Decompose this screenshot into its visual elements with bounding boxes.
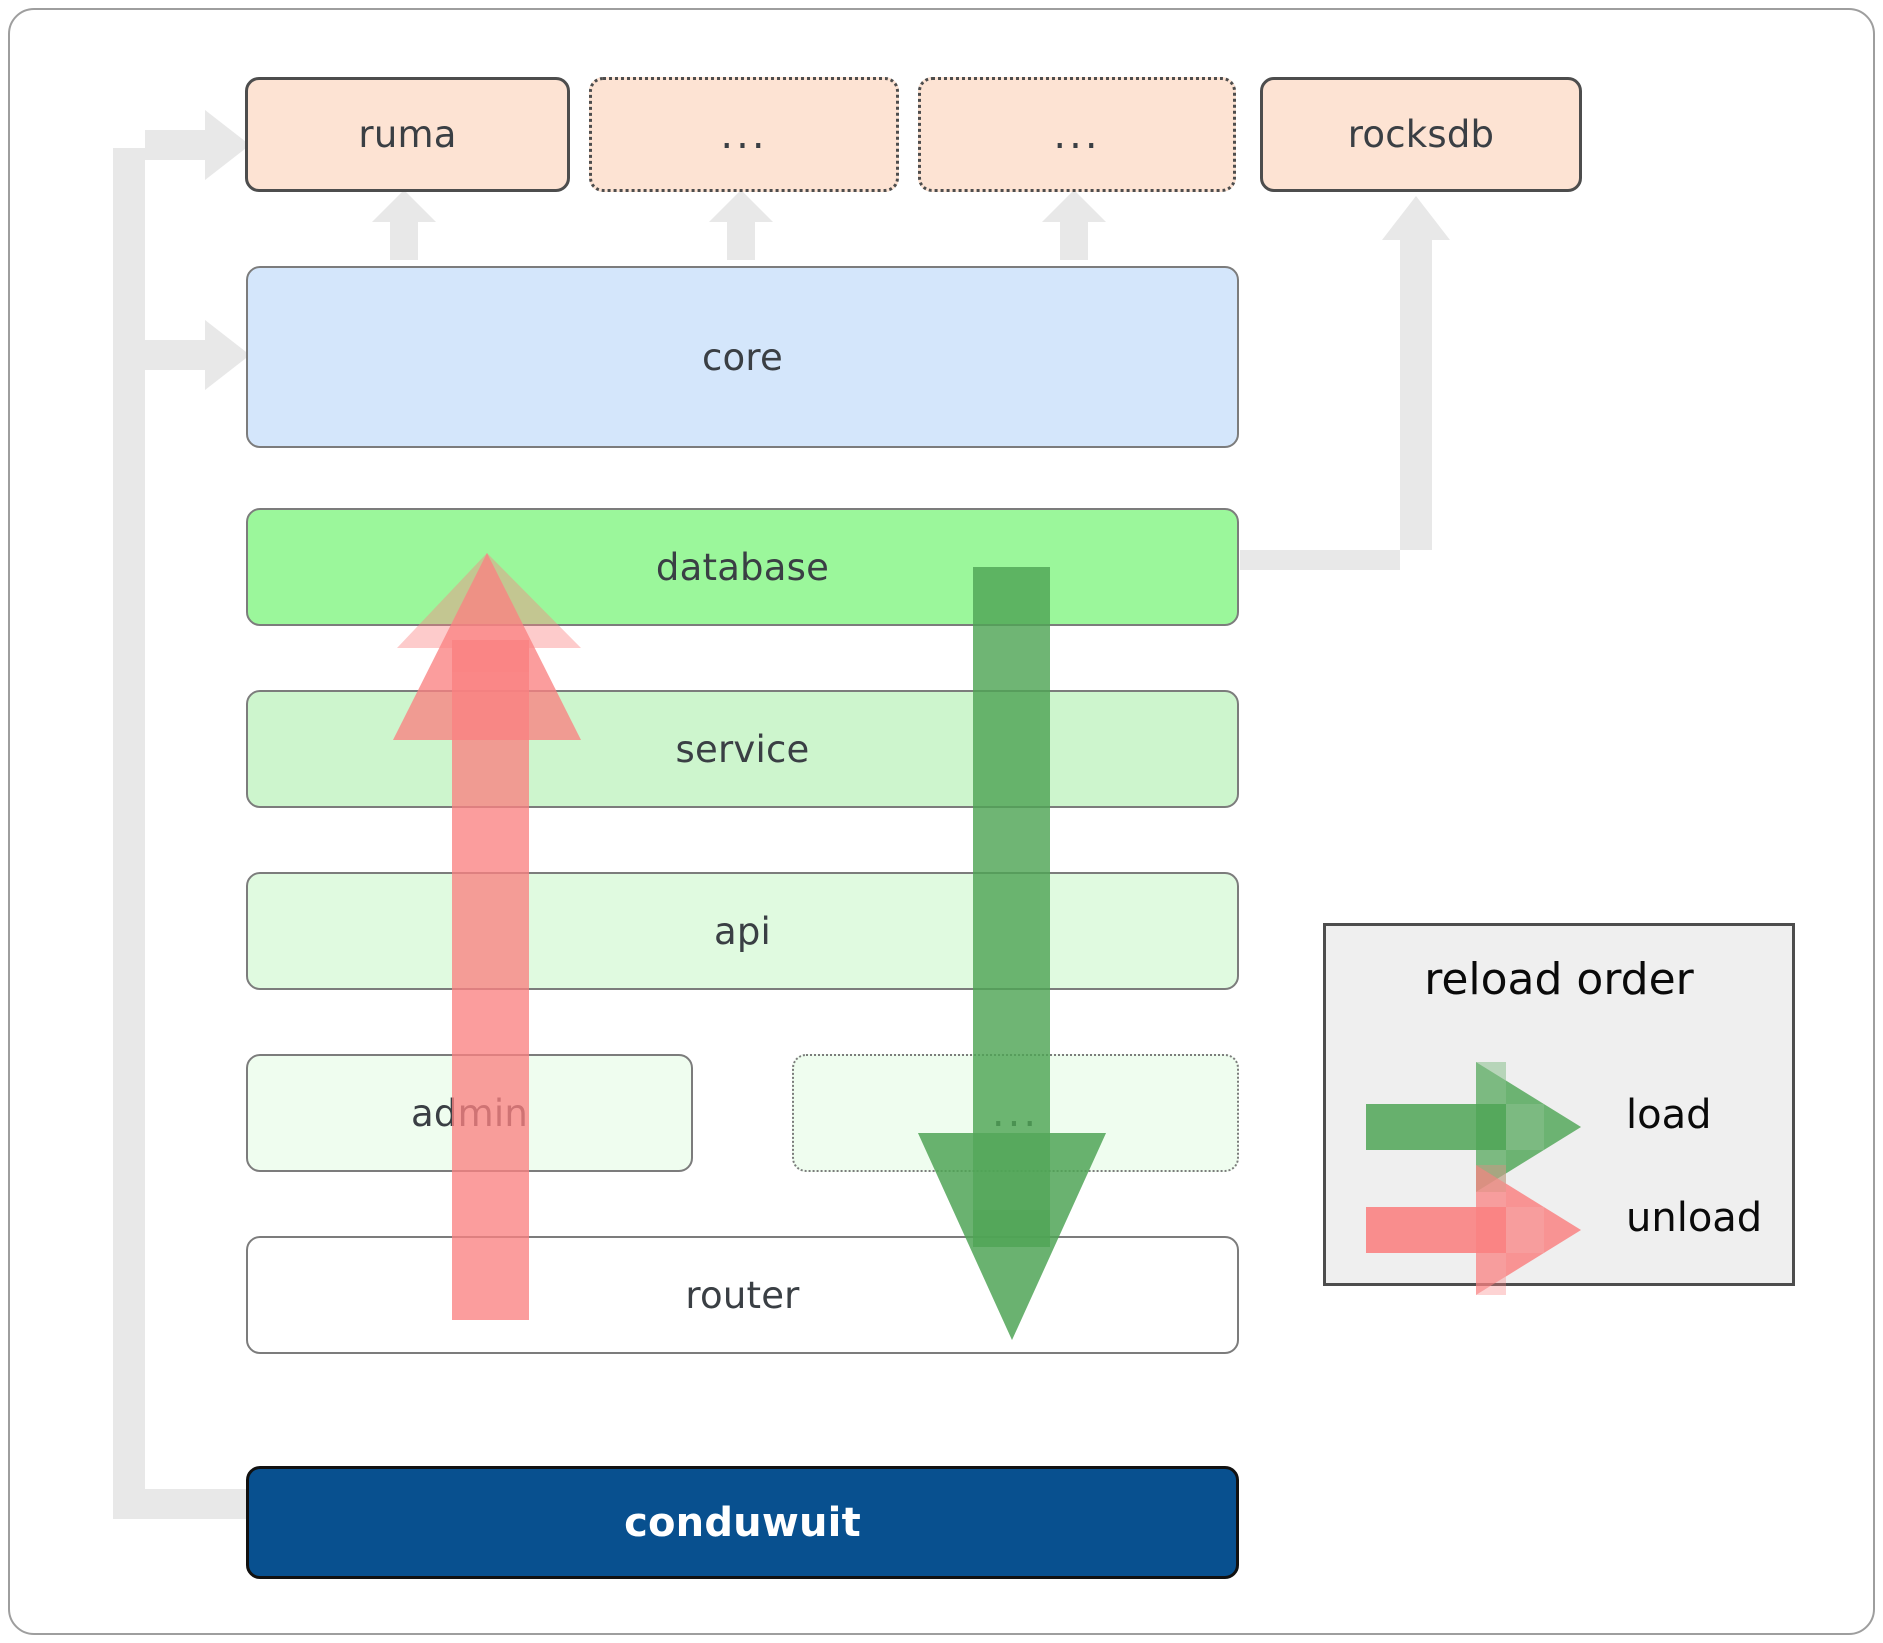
layer-box-ellipsis[interactable]: ... xyxy=(792,1054,1239,1172)
layer-label-database: database xyxy=(655,545,830,589)
layer-label-admin: admin xyxy=(411,1091,528,1135)
legend-panel: reload order load unload xyxy=(1323,923,1795,1295)
layer-box-database[interactable]: database xyxy=(246,508,1239,626)
legend-load-arrow-icon xyxy=(1366,1062,1581,1192)
legend-label-load: load xyxy=(1626,1092,1712,1138)
dependency-box-rocksdb[interactable]: rocksdb xyxy=(1260,77,1582,192)
legend-load-head xyxy=(1476,1062,1581,1192)
legend-row-load: load xyxy=(1326,1062,1792,1192)
layer-box-router[interactable]: router xyxy=(246,1236,1239,1354)
legend-unload-head xyxy=(1476,1165,1581,1295)
dependency-label-rocksdb: rocksdb xyxy=(1347,113,1495,156)
legend-row-unload: unload xyxy=(1326,1165,1792,1295)
layer-label-core: core xyxy=(702,335,783,379)
layer-box-api[interactable]: api xyxy=(246,872,1239,990)
layer-label-router: router xyxy=(685,1273,800,1317)
layer-box-admin[interactable]: admin xyxy=(246,1054,693,1172)
dependency-label-ellipsis-1: ... xyxy=(720,111,768,158)
layer-label-api: api xyxy=(713,909,772,953)
diagram-frame xyxy=(8,8,1875,1635)
root-label-conduwuit: conduwuit xyxy=(624,1499,861,1546)
layer-label-service: service xyxy=(675,727,810,771)
legend-unload-notch xyxy=(1476,1165,1581,1295)
dependency-label-ruma: ruma xyxy=(358,113,457,156)
legend-load-notch xyxy=(1476,1062,1581,1192)
layer-box-core[interactable]: core xyxy=(246,266,1239,448)
layer-box-service[interactable]: service xyxy=(246,690,1239,808)
dependency-box-ellipsis-2[interactable]: ... xyxy=(918,77,1236,192)
legend-title: reload order xyxy=(1424,954,1694,1005)
legend-unload-arrow-icon xyxy=(1366,1165,1581,1295)
legend-label-unload: unload xyxy=(1626,1195,1763,1241)
root-box-conduwuit[interactable]: conduwuit xyxy=(246,1466,1239,1579)
layer-label-ellipsis: ... xyxy=(991,1090,1040,1136)
dependency-box-ruma[interactable]: ruma xyxy=(245,77,570,192)
dependency-box-ellipsis-1[interactable]: ... xyxy=(589,77,899,192)
dependency-label-ellipsis-2: ... xyxy=(1053,111,1101,158)
